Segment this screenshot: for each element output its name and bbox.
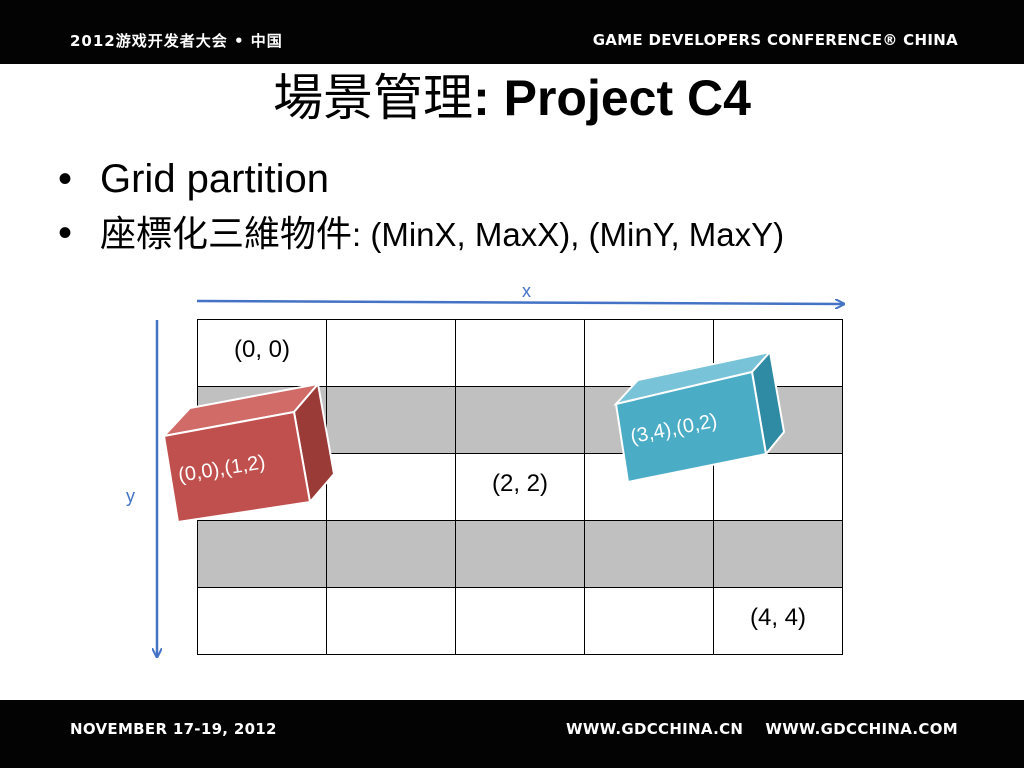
bullet-dot-icon: •	[58, 157, 73, 201]
grid-cell	[455, 520, 585, 588]
bullet-list: • Grid partition • 座標化三維物件: (MinX, MaxX)…	[58, 152, 784, 262]
cell-coordinate-label: (4, 4)	[749, 604, 806, 631]
bullet-item: • Grid partition	[58, 152, 784, 206]
bullet-text: Grid partition	[100, 157, 329, 201]
bullet-item: • 座標化三維物件: (MinX, MaxX), (MinY, MaxY)	[58, 206, 784, 262]
grid-cell: (4, 4)	[713, 587, 843, 655]
bullet-text: : (MinX, MaxX), (MinY, MaxY)	[352, 216, 785, 253]
blue-box-shape	[613, 349, 786, 484]
grid-cell: (0, 0)	[197, 319, 327, 387]
grid-cell: (2, 2)	[455, 453, 585, 521]
grid-cell	[326, 587, 456, 655]
red-box-shape	[161, 381, 336, 524]
grid-cell	[197, 520, 327, 588]
bullet-dot-icon: •	[58, 211, 73, 255]
slide-title-cjk: 場景管理	[273, 69, 474, 127]
event-name-chinese: 2012游戏开发者大会 • 中国	[70, 32, 283, 50]
grid-cell	[455, 319, 585, 387]
y-axis-label: y	[126, 486, 135, 506]
red-object-box: (0,0),(1,2)	[160, 378, 340, 538]
x-axis-label: x	[522, 281, 531, 301]
grid-row	[197, 520, 843, 588]
event-dates: NOVEMBER 17-19, 2012	[70, 720, 277, 738]
grid-cell	[584, 319, 714, 387]
grid-cell	[584, 520, 714, 588]
grid-cell	[326, 319, 456, 387]
slide-title-rest: : Project C4	[473, 70, 751, 126]
grid-cell	[713, 520, 843, 588]
cell-coordinate-label: (2, 2)	[491, 470, 548, 497]
grid-cell	[455, 386, 585, 454]
blue-object-box: (3,4),(0,2)	[612, 348, 792, 488]
x-axis-arrow	[196, 301, 843, 304]
grid-cell	[326, 520, 456, 588]
partition-grid: (0, 0) (2, 2) (4, 4)	[197, 319, 843, 655]
footer-bar: NOVEMBER 17-19, 2012 WWW.GDCCHINA.CN WWW…	[0, 700, 1024, 768]
slide-title: 場景管理: Project C4	[0, 66, 1024, 130]
grid-row: (4, 4)	[197, 587, 843, 655]
event-name-english: GAME DEVELOPERS CONFERENCE® CHINA	[592, 31, 958, 49]
grid-cell	[326, 453, 456, 521]
header-bar: 2012游戏开发者大会 • 中国 GAME DEVELOPERS CONFERE…	[0, 0, 1024, 64]
grid-cell	[326, 386, 456, 454]
grid-cell	[455, 587, 585, 655]
grid-cell	[197, 587, 327, 655]
bullet-text-cjk: 座標化三維物件	[100, 214, 353, 255]
grid-cell	[713, 453, 843, 521]
event-urls: WWW.GDCCHINA.CN WWW.GDCCHINA.COM	[566, 720, 958, 738]
grid-cell	[584, 587, 714, 655]
cell-coordinate-label: (0, 0)	[233, 336, 290, 363]
